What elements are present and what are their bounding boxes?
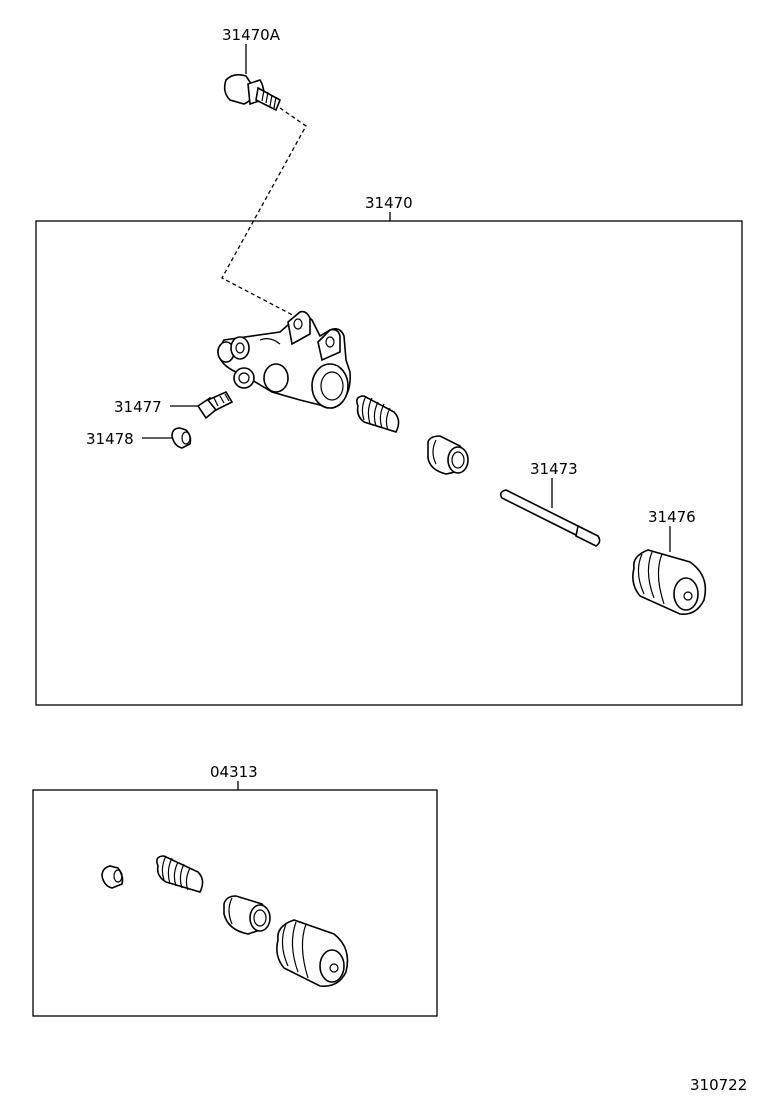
- figure-number: 310722: [690, 1076, 747, 1094]
- kit-cap-part: [101, 865, 124, 889]
- bleeder-plug-part: [196, 390, 234, 420]
- push-rod-part: [499, 489, 601, 547]
- label-push-rod: 31473: [530, 460, 578, 478]
- label-bleeder-plug: 31477: [114, 398, 162, 416]
- repair-kit-box: [32, 789, 438, 1017]
- bolt-dashed-guide: [221, 107, 307, 323]
- bolt-part: [223, 73, 282, 112]
- label-repair-kit: 04313: [210, 763, 258, 781]
- label-bleeder-cap: 31478: [86, 430, 134, 448]
- label-boot: 31476: [648, 508, 696, 526]
- kit-piston-part: [223, 895, 271, 935]
- spring-part: [356, 395, 400, 433]
- boot-part: [632, 549, 707, 616]
- label-cylinder-assy: 31470: [365, 194, 413, 212]
- piston-part: [427, 435, 469, 475]
- assembly-box: [35, 220, 743, 706]
- kit-boot-part: [276, 919, 349, 988]
- kit-spring-part: [156, 855, 204, 893]
- cylinder-body-part: [217, 310, 351, 409]
- bleeder-cap-part: [171, 427, 192, 449]
- label-bolt: 31470A: [222, 26, 281, 44]
